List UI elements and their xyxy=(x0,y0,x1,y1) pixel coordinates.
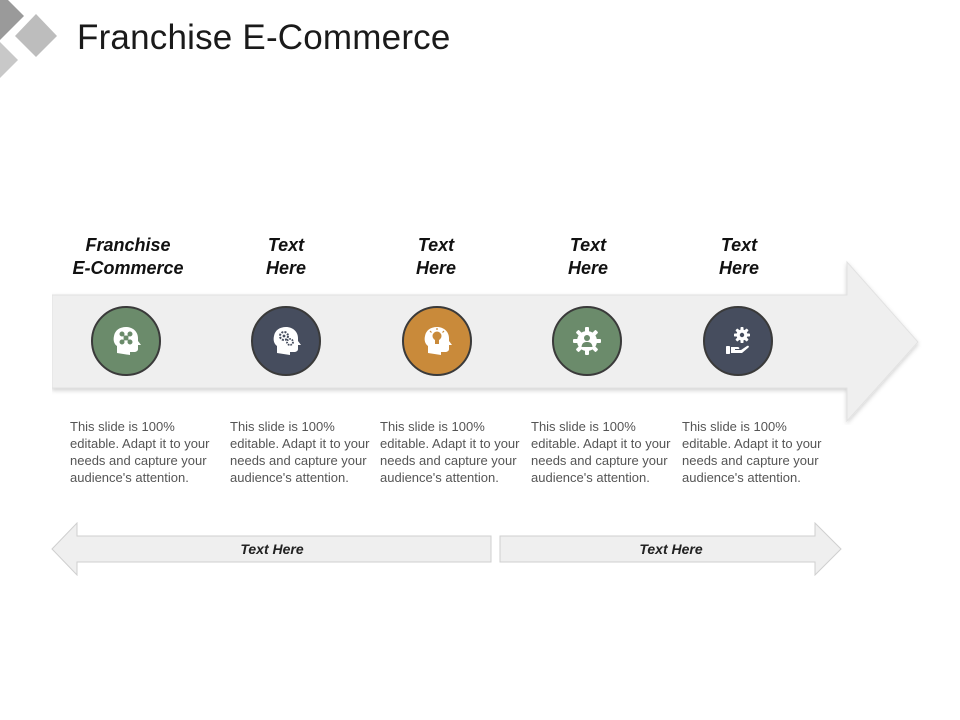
gear-person-icon xyxy=(573,327,601,355)
step-heading-5: Text Here xyxy=(718,235,760,278)
head-lightbulb-icon xyxy=(424,327,452,355)
process-arrow-band xyxy=(52,260,919,423)
page-title: Franchise E-Commerce xyxy=(77,18,451,57)
corner-diamond-decoration xyxy=(0,0,57,78)
step-heading-4: Text Here xyxy=(567,235,609,278)
right-arrow-label: Text Here xyxy=(639,541,703,557)
step-description-1: This slide is 100% editable. Adapt it to… xyxy=(70,419,210,485)
hand-gear-icon xyxy=(726,327,750,354)
step-circle-3 xyxy=(402,306,472,376)
step-description-3: This slide is 100% editable. Adapt it to… xyxy=(380,419,520,485)
step-heading-1: Franchise E-Commerce xyxy=(72,235,184,278)
left-arrow-label: Text Here xyxy=(240,541,304,557)
head-gears-icon xyxy=(273,327,301,355)
step-heading-3: Text Here xyxy=(415,235,457,278)
step-description-4: This slide is 100% editable. Adapt it to… xyxy=(531,419,671,485)
head-network-icon xyxy=(113,327,141,355)
step-circle-5 xyxy=(703,306,773,376)
right-arrow-banner: Text Here xyxy=(499,522,843,576)
step-circle-4 xyxy=(552,306,622,376)
right-arrow-shape xyxy=(499,522,842,576)
step-circle-2 xyxy=(251,306,321,376)
left-arrow-shape xyxy=(51,522,492,576)
left-arrow-banner: Text Here xyxy=(51,522,493,576)
step-description-5: This slide is 100% editable. Adapt it to… xyxy=(682,419,822,485)
step-circle-1 xyxy=(91,306,161,376)
step-heading-2: Text Here xyxy=(265,235,307,278)
step-description-2: This slide is 100% editable. Adapt it to… xyxy=(230,419,370,485)
